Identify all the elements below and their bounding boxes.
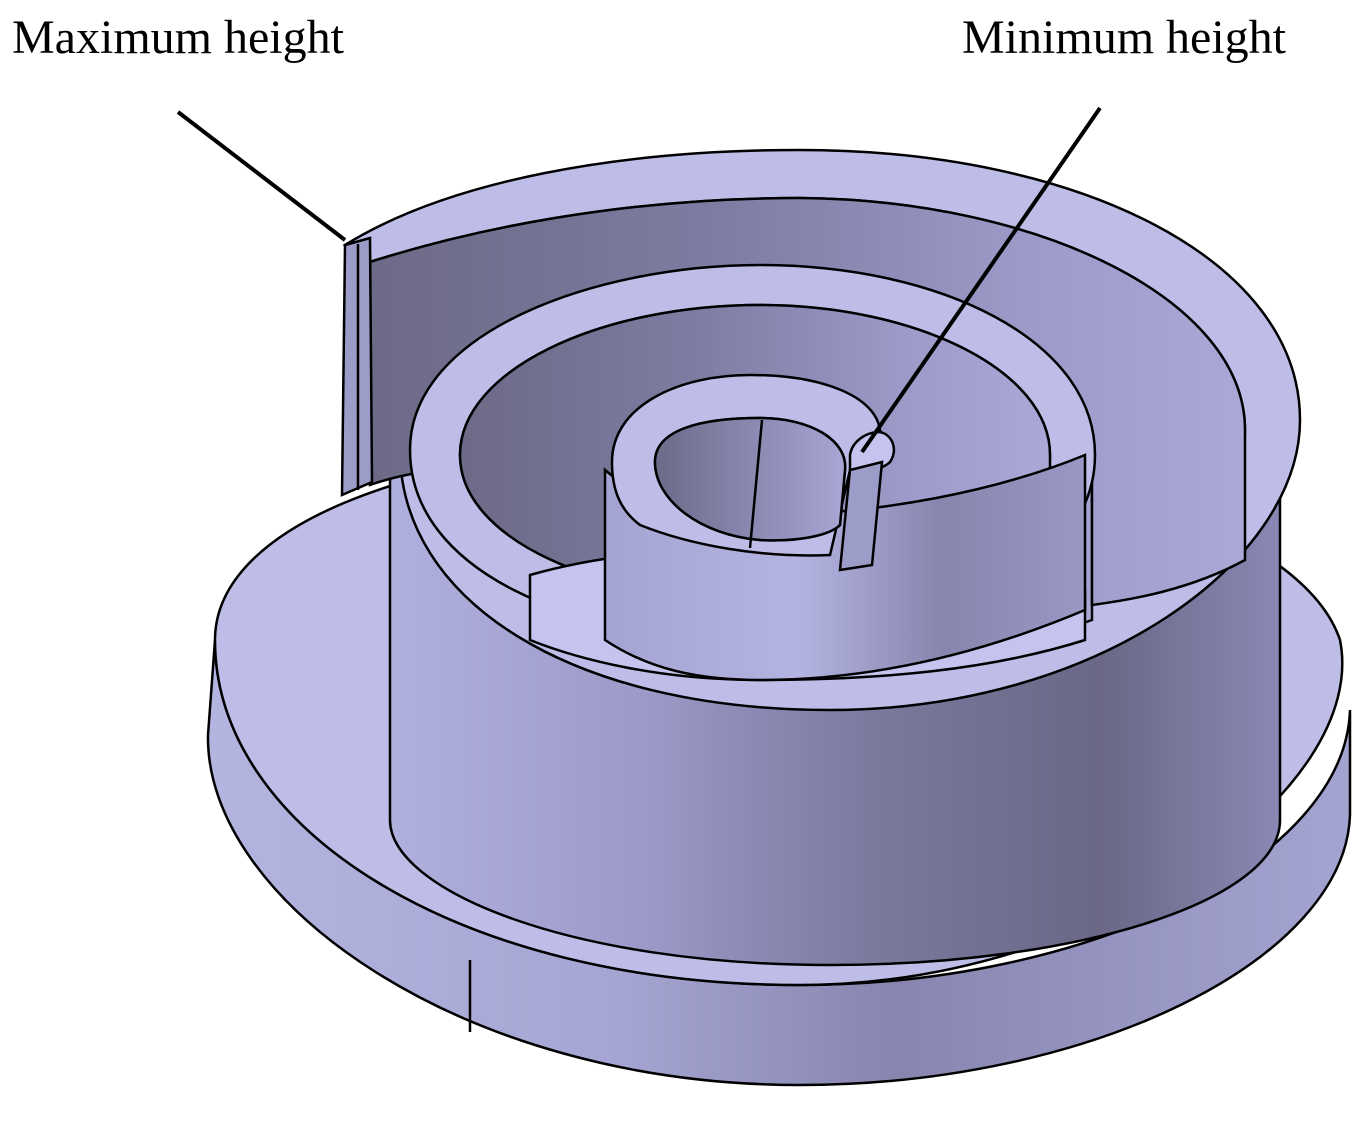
min-height-tip-face: [838, 460, 884, 572]
min-height-label: Minimum height: [962, 11, 1286, 64]
spiral-core: [603, 373, 1087, 682]
min-height-leader: [860, 106, 1102, 454]
max-height-leader: [176, 110, 347, 242]
max-height-fin: [340, 236, 374, 497]
core-inner-seam: [748, 419, 764, 549]
core-inside: [653, 416, 847, 542]
callout-lines: [176, 106, 1102, 454]
max-height-label: Maximum height: [12, 11, 344, 64]
